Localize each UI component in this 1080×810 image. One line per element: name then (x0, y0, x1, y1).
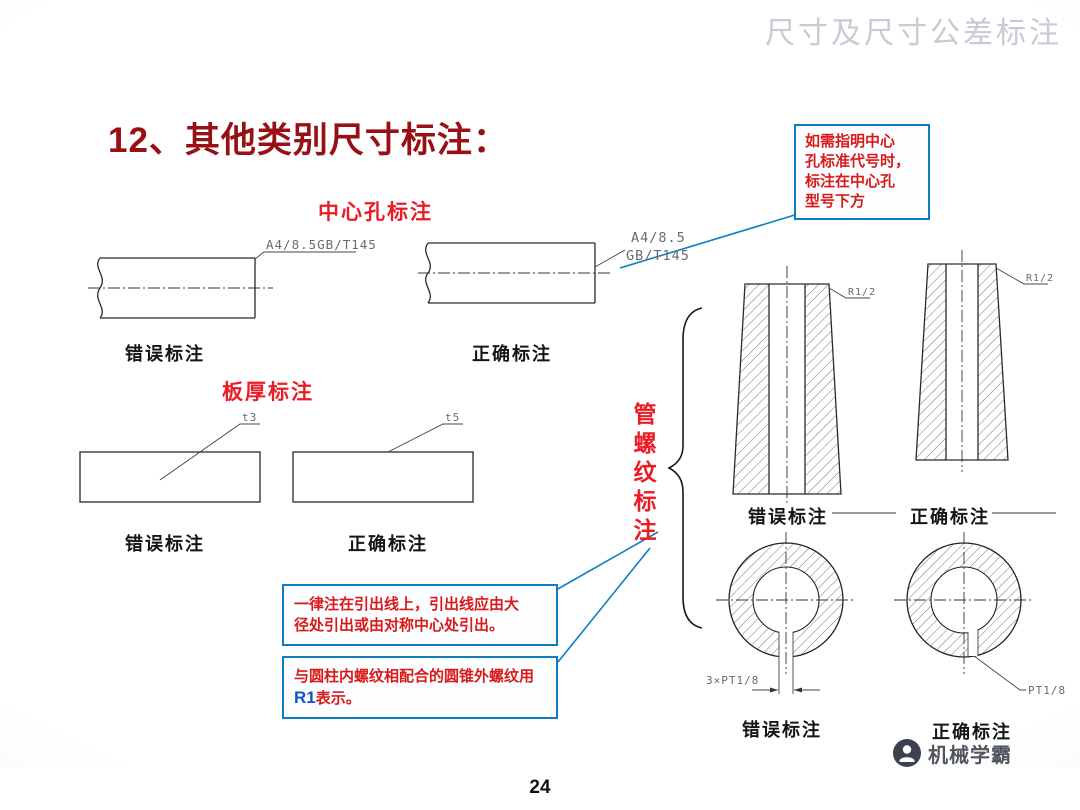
plate-wrong-drawing: t3 (79, 411, 261, 503)
callout-taper-note-prefix: 与圆柱内螺纹相配合的圆锥外螺纹用 (294, 668, 535, 685)
callout-taper-note-highlight: R1 (294, 688, 316, 707)
center-hole-wrong-drawing: A4/8.5GB/T145 (88, 237, 377, 319)
plate-correct-annotation: t5 (445, 411, 460, 424)
curly-brace (667, 307, 703, 629)
plate-wrong-annotation: t3 (242, 411, 257, 424)
caption-plug-wrong: 错误标注 (748, 507, 828, 527)
section-label-center-hole: 中心孔标注 (318, 201, 433, 224)
callout3-leader-line (557, 547, 651, 663)
section-wrong-dimension: 3×PT1/8 (706, 674, 759, 687)
callout-taper-note: 与圆柱内螺纹相配合的圆锥外螺纹用 R1表示。 (282, 656, 558, 719)
footer-bar: 24 (0, 768, 1080, 810)
center-hole-correct-annotation-line2: GB/T145 (626, 248, 690, 264)
brand-logo-icon (893, 739, 921, 767)
center-hole-wrong-annotation: A4/8.5GB/T145 (266, 237, 377, 252)
pipe-thread-plug-wrong-drawing: R1/2 (732, 266, 876, 504)
section-label-plate: 板厚标注 (222, 381, 314, 404)
callout1-leader-line (619, 213, 799, 269)
caption-center-hole-correct: 正确标注 (472, 344, 552, 364)
brand-name: 机械学霸 (928, 744, 1012, 767)
pipe-thread-section-correct-drawing: PT1/8 (894, 532, 1066, 697)
page-title: 12、其他类别尺寸标注： (108, 121, 509, 160)
callout-taper-note-suffix: 表示。 (315, 690, 361, 707)
caption-center-hole-wrong: 错误标注 (125, 344, 205, 364)
center-hole-correct-drawing: A4/8.5 GB/T145 (418, 230, 690, 304)
plate-correct-drawing: t5 (292, 411, 474, 503)
caption-section-wrong: 错误标注 (742, 720, 822, 740)
section-correct-dimension: PT1/8 (1028, 684, 1066, 697)
page-number: 24 (529, 777, 551, 798)
plug-correct-annotation: R1/2 (1026, 273, 1054, 284)
plug-wrong-annotation: R1/2 (848, 287, 876, 298)
caption-plate-wrong: 错误标注 (125, 534, 205, 554)
pipe-thread-plug-correct-drawing: R1/2 (915, 250, 1054, 472)
callout2-leader-line (555, 531, 659, 591)
watermark-title: 尺寸及尺寸公差标注 (765, 17, 1062, 50)
pipe-thread-section-wrong-drawing: 3×PT1/8 (706, 532, 856, 694)
brand-logo: 机械学霸 (892, 738, 1012, 768)
center-hole-correct-annotation-line1: A4/8.5 (631, 230, 686, 246)
callout-leader-note: 一律注在引出线上，引出线应由大 径处引出或由对称中心处引出。 (282, 584, 558, 646)
caption-plug-correct: 正确标注 (910, 507, 990, 527)
section-label-pipe-thread: 管 螺 纹 标 注 (633, 401, 657, 543)
caption-plate-correct: 正确标注 (348, 534, 428, 554)
caption-section-correct: 正确标注 (932, 722, 1012, 742)
callout-center-hole-note: 如需指明中心 孔标准代号时， 标注在中心孔 型号下方 (794, 124, 930, 220)
